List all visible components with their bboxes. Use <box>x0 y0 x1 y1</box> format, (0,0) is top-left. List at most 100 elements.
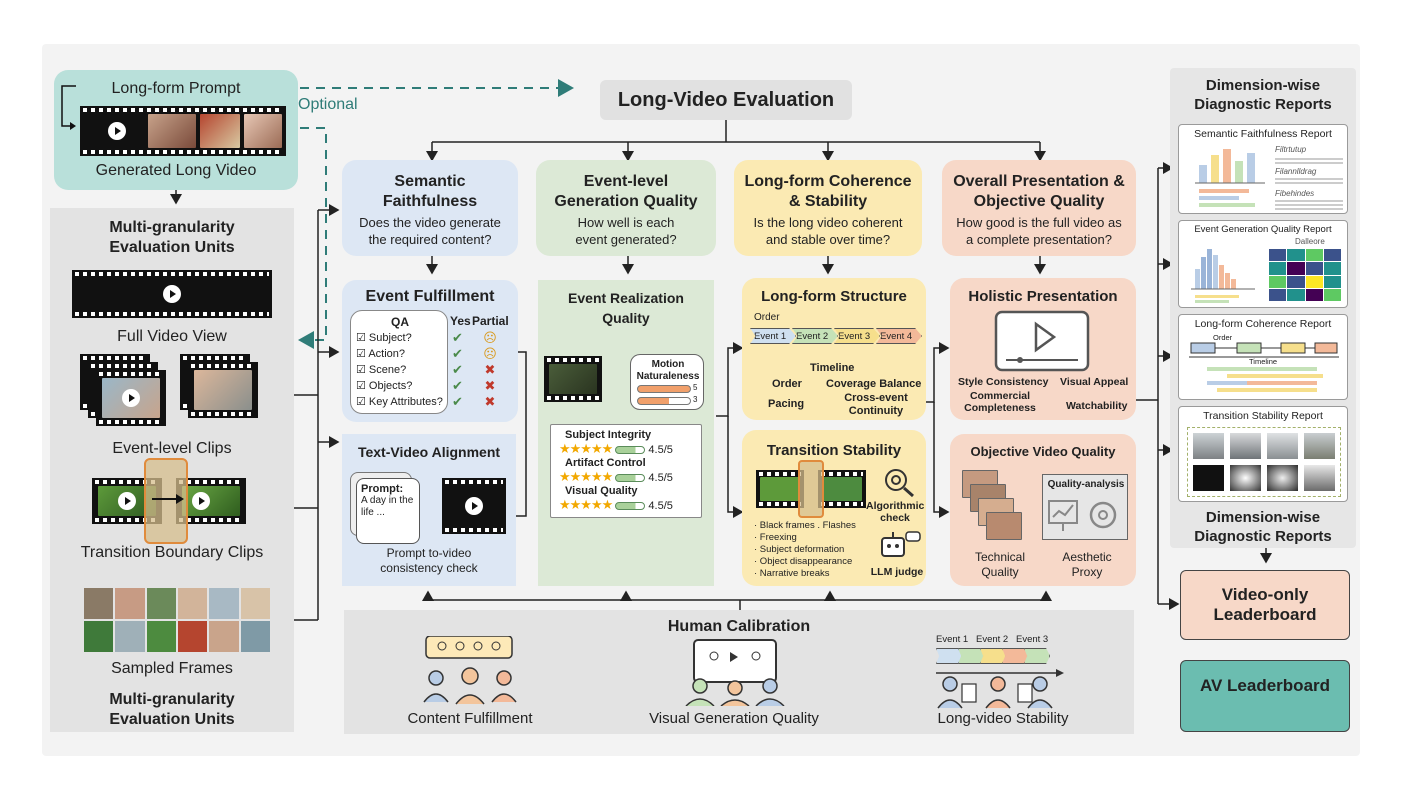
report-scribble: Filannlldrag <box>1275 167 1317 176</box>
calib-event-chip <box>980 648 1006 664</box>
calib-event-label: Event 1 <box>936 634 969 645</box>
video-caption: Generated Long Video <box>95 162 257 179</box>
event-clip <box>188 362 258 418</box>
cross-icon: ✖ <box>484 362 496 377</box>
transition-boundary-highlight <box>798 460 824 518</box>
holistic-label: Watchability <box>1066 400 1128 412</box>
prompt-text: A day in the life ... <box>361 495 414 518</box>
calib-event-label: Event 2 <box>976 634 1009 645</box>
units-title-top: Multi-granularity Evaluation Units <box>109 219 235 256</box>
transition-title: Transition Stability <box>766 442 902 459</box>
qa-question-list: ☑ Subject? ☑ Action? ☑ Scene? ☑ Objects?… <box>356 330 443 410</box>
metric-name: Artifact Control <box>565 457 646 469</box>
video-only-leaderboard[interactable]: Video-only Leaderboard <box>1180 570 1350 640</box>
av-leaderboard[interactable]: AV Leaderboard <box>1180 660 1350 732</box>
partial-face-icon: ☹ <box>483 346 497 361</box>
metric-row: ★★★★★ 4.5/5 <box>559 441 673 456</box>
report-event-quality: Event Generation Quality Report Dalleore <box>1178 220 1348 308</box>
unit-sampled-frames: Sampled Frames <box>111 660 233 677</box>
report-transition: Transition Stability Report <box>1178 406 1348 502</box>
prompt-card: Long-form Prompt Generated Long Video <box>54 70 298 190</box>
issue-item: · Subject deformation <box>754 544 845 555</box>
generated-video-filmstrip <box>80 106 286 156</box>
star-rating-icon: ★★★★★ <box>559 497 613 512</box>
play-icon <box>465 497 483 515</box>
text-video-caption: Prompt to-video consistency check <box>380 546 478 575</box>
report-semantic: Semantic Faithfulness Report Filtrtutup … <box>1178 124 1348 214</box>
reports-title-bottom: Dimension-wise Diagnostic Reports <box>1194 509 1332 545</box>
score-bar <box>615 502 646 511</box>
prompt-tag: Prompt: <box>361 483 404 495</box>
objective-title: Objective Video Quality <box>970 444 1116 459</box>
quality-analysis-label: Quality-analysis <box>1047 479 1125 490</box>
report-scribble: Fibehindes <box>1275 189 1315 198</box>
long-form-title: Long-form Structure <box>761 288 907 305</box>
event-chip: Event 2 <box>792 328 838 344</box>
motion-value: 3 <box>693 395 698 404</box>
robot-icon <box>881 531 921 557</box>
video-frame <box>549 364 597 394</box>
long-form-card: Long-form Structure Order Event 1 Event … <box>742 278 926 420</box>
check-icons: ✔✔✔✔✔ <box>452 330 463 409</box>
sampled-frames-grid <box>84 588 270 652</box>
issue-item: · Narrative breaks <box>754 568 830 579</box>
event-clip <box>544 356 602 402</box>
motion-value: 5 <box>693 383 698 392</box>
star-rating-icon: ★★★★★ <box>559 469 613 484</box>
video-frame <box>194 370 252 410</box>
play-icon <box>192 492 210 510</box>
gear-magnifier-icon <box>885 469 914 498</box>
reports-title-top: Dimension-wise Diagnostic Reports <box>1194 77 1332 113</box>
calib-event-chip <box>1024 648 1050 664</box>
text-video-title: Text-Video Alignment <box>357 444 501 460</box>
event-chip: Event 4 <box>876 328 922 344</box>
calibration-panel: Human Calibration Content Fulfillment Vi… <box>344 610 1134 734</box>
dimension-overall: Overall Presentation & Objective Quality… <box>942 160 1136 256</box>
event-fulfillment-card: Event Fulfillment QA Yes Partial ☑ Subje… <box>342 280 518 422</box>
reports-panel: Dimension-wise Diagnostic Reports Semant… <box>1170 68 1356 548</box>
dimension-coherence: Long-form Coherence & Stability Is the l… <box>734 160 922 256</box>
holistic-title: Holistic Presentation <box>968 288 1118 305</box>
metric-name: Visual Quality <box>565 485 638 497</box>
prompt-card-icon: Prompt: A day in the life ... <box>356 478 420 544</box>
people-discussion-icon <box>423 636 517 705</box>
event-realization-title: Event Realization Quality <box>568 290 684 326</box>
metric-name: Subject Integrity <box>565 429 652 441</box>
dimension-title: Overall Presentation & Objective Quality <box>953 173 1125 210</box>
motion-bar <box>637 397 691 405</box>
evaluation-units-panel: Multi-granularity Evaluation Units Full … <box>50 208 294 732</box>
holistic-label: Style Consistency <box>958 376 1049 388</box>
frame-stack <box>986 512 1022 540</box>
qa-label: QA <box>391 315 409 329</box>
report-title: Semantic Faithfulness Report <box>1194 128 1332 140</box>
prompt-label: Long-form Prompt <box>111 80 241 97</box>
partial-face-icon: ☹ <box>483 330 497 345</box>
holistic-card: Holistic Presentation Style Consistency … <box>950 278 1136 420</box>
structure-label: Coverage Balance <box>826 378 922 390</box>
calib-event-chip <box>1002 648 1028 664</box>
structure-label: Order <box>772 378 802 390</box>
calib-event-chip <box>958 648 984 664</box>
unit-event-clips: Event-level Clips <box>112 440 232 457</box>
people-screen-icon <box>685 639 785 706</box>
quality-analysis-box: Quality-analysis <box>1042 474 1128 540</box>
metric-row: ★★★★★ 4.5/5 <box>559 469 673 484</box>
dimension-title: Event-level Generation Quality <box>554 173 698 210</box>
event-clip <box>96 370 166 426</box>
frame-grid-thumbnail <box>1187 427 1341 497</box>
text-lines-thumbnail <box>1275 158 1343 210</box>
play-icon <box>108 122 126 140</box>
event-chip: Event 1 <box>750 328 796 344</box>
holistic-label: Commercial Completeness <box>964 390 1036 414</box>
play-icon <box>163 285 181 303</box>
transition-boundary-highlight <box>144 458 188 544</box>
calibration-item: Long-video Stability <box>937 710 1069 727</box>
heatmap-thumbnail <box>1269 249 1341 301</box>
motion-naturalness-box: Motion Naturaleness 5 3 <box>630 354 704 410</box>
dimension-question: How good is the full video as a complete… <box>956 215 1122 247</box>
cross-icon: ✖ <box>484 378 496 393</box>
col-yes: Yes <box>450 314 471 328</box>
dimension-question: How well is each event generated? <box>575 215 677 247</box>
video-frame <box>244 114 282 148</box>
